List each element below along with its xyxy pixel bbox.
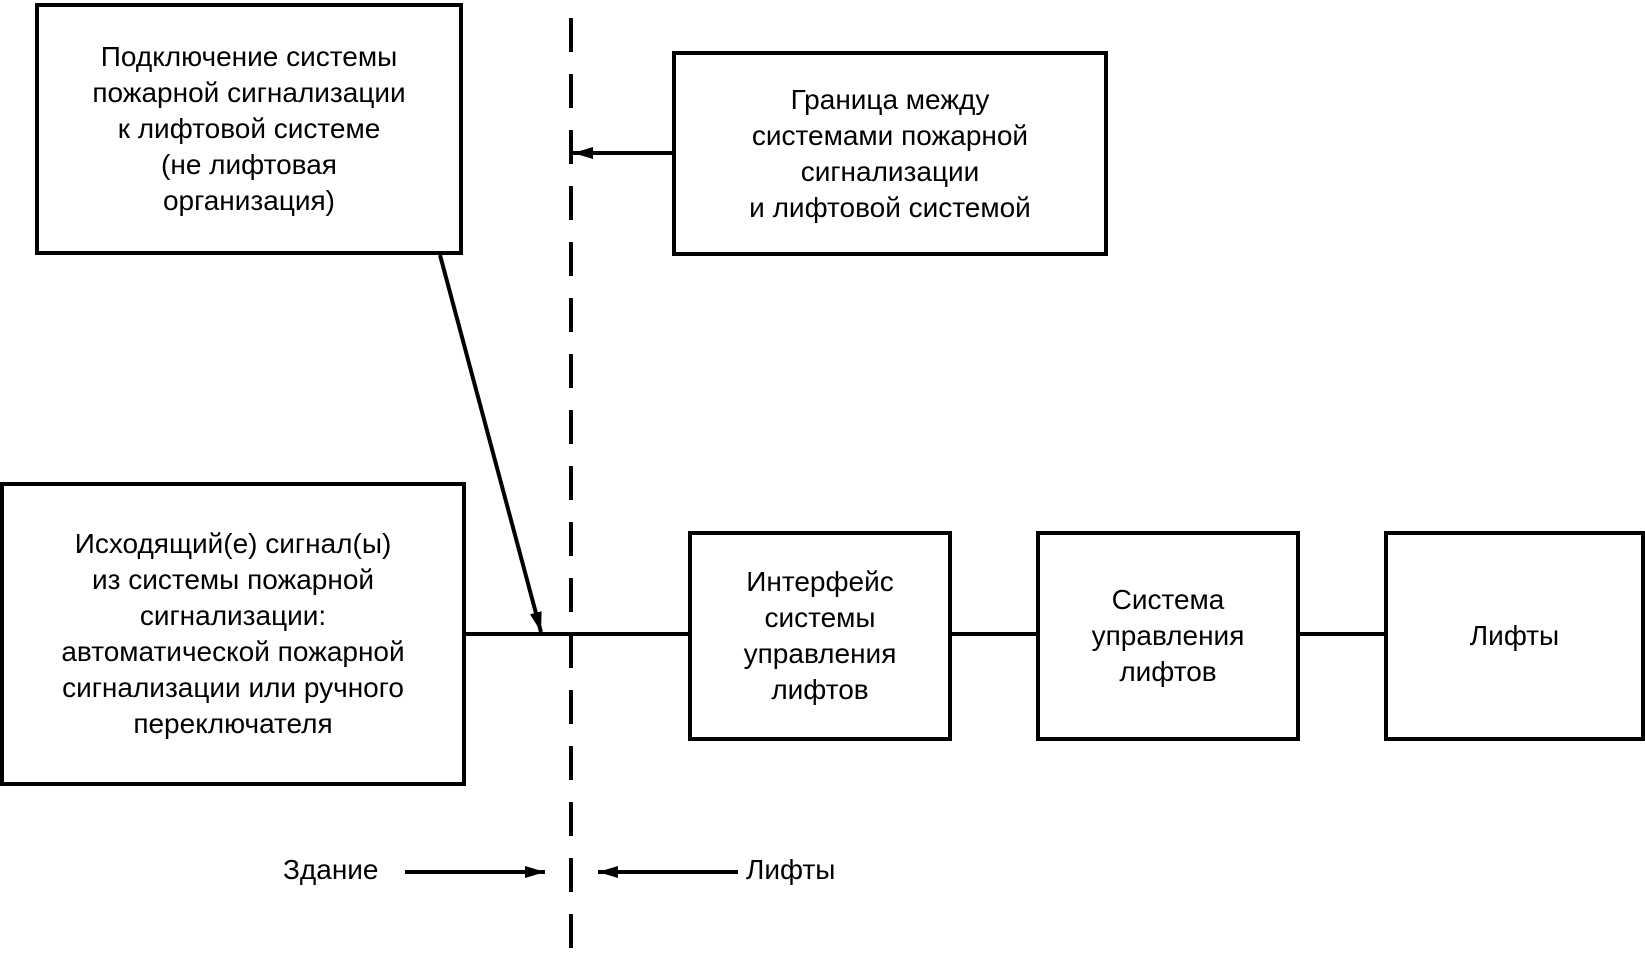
lifts-box: Лифты	[1384, 531, 1645, 741]
boundary-description-text: Граница между системами пожарной сигнали…	[749, 83, 1031, 223]
lift-control-system-box: Система управления лифтов	[1036, 531, 1300, 741]
connection-pointer-arrow	[438, 254, 543, 633]
lift-control-system-text: Система управления лифтов	[1091, 584, 1245, 687]
lift-control-interface-text: Интерфейс системы управления лифтов	[743, 566, 897, 705]
building-side-label: Здание	[283, 854, 379, 885]
lifts-text: Лифты	[1469, 620, 1560, 651]
fire-alarm-connection-box: Подключение системы пожарной сигнализаци…	[35, 3, 463, 255]
output-signals-text: Исходящий(е) сигнал(ы) из системы пожарн…	[61, 528, 405, 739]
output-signals-box: Исходящий(е) сигнал(ы) из системы пожарн…	[0, 482, 466, 786]
lifts-side-label: Лифты	[746, 854, 836, 885]
fire-alarm-connection-text: Подключение системы пожарной сигнализаци…	[92, 41, 406, 216]
lift-control-interface-box: Интерфейс системы управления лифтов	[688, 531, 952, 741]
boundary-description-box: Граница между системами пожарной сигнали…	[672, 51, 1108, 256]
